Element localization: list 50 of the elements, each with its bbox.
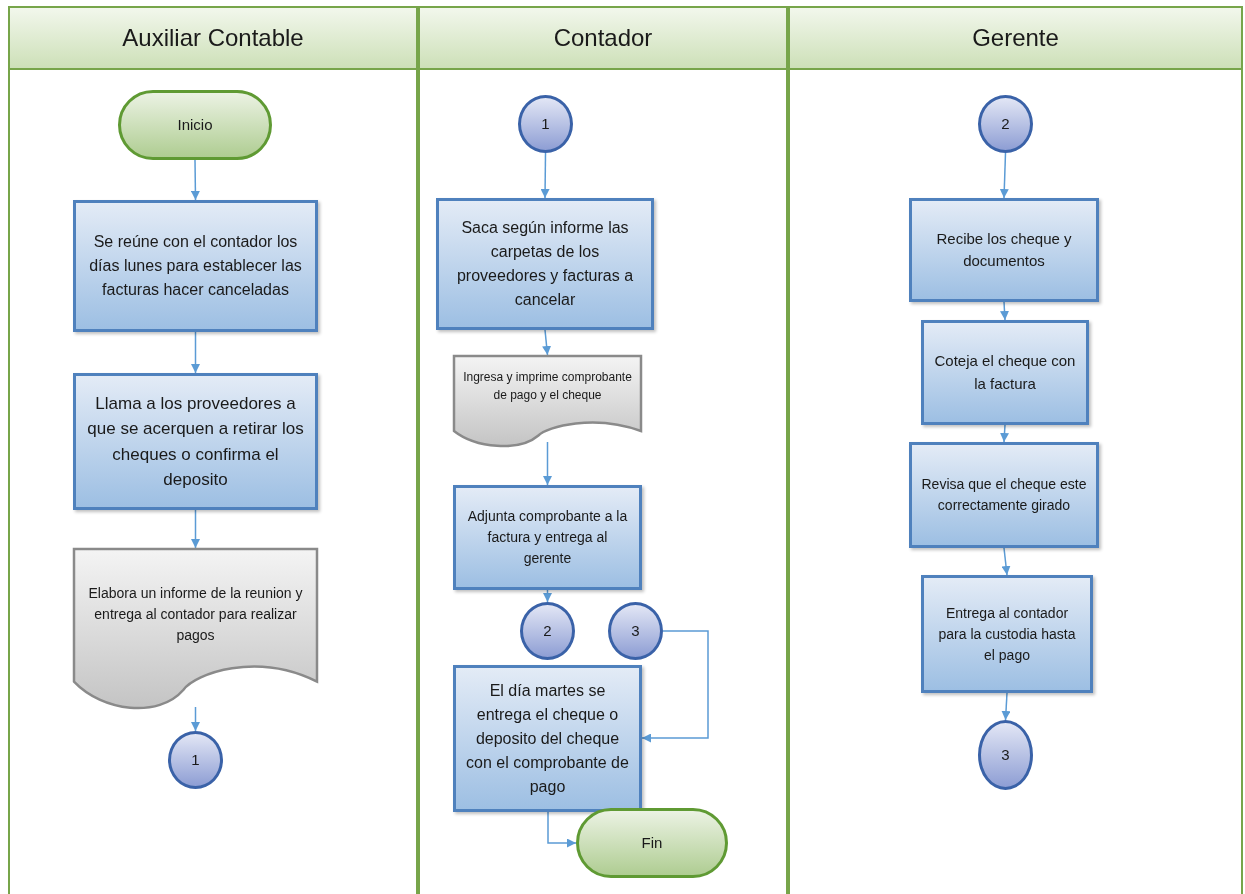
process-box xyxy=(73,200,318,332)
node-label: Ingresa y imprime comprobante de pago y el cheque xyxy=(462,368,633,404)
node-label: Llama a los proveedores a que se acerquen a retirar los cheques o confirma el deposito xyxy=(86,392,305,491)
node-label: 2 xyxy=(1001,113,1010,134)
process-box xyxy=(909,442,1099,548)
swimlane xyxy=(8,6,418,894)
process-box xyxy=(436,198,654,330)
arrow xyxy=(999,152,1009,199)
arrow xyxy=(543,589,552,603)
node-label: Se reúne con el contador los días lunes para establecer las facturas hacer canceladas xyxy=(88,232,303,300)
node-label: Saca según informe las carpetas de los proveedores y facturas a cancelar xyxy=(455,218,635,310)
lane-header: Contador xyxy=(420,8,786,70)
arrow xyxy=(543,441,552,486)
process-box xyxy=(921,575,1093,693)
swimlane xyxy=(418,6,788,894)
node-label: 2 xyxy=(543,620,552,641)
node-label: Inicio xyxy=(177,114,213,135)
node-label: 3 xyxy=(1001,744,1010,765)
arrow xyxy=(641,630,709,743)
node-label: Entrega al contador para la custodia hasta el pago xyxy=(937,603,1077,665)
node-label: 3 xyxy=(631,620,640,641)
process-box xyxy=(453,665,642,812)
arrow xyxy=(547,811,577,848)
node-label: Recibe los cheque y documentos xyxy=(935,228,1073,271)
process-box xyxy=(453,485,642,590)
node-label: 1 xyxy=(541,113,550,134)
lane-header: Gerente xyxy=(790,8,1241,70)
node-label: Coteja el cheque con la factura xyxy=(933,351,1077,394)
node-label: 1 xyxy=(191,749,200,770)
node-label: El día martes se entrega el cheque o deposito del cheque con el comprobante de pago xyxy=(465,680,630,797)
arrow xyxy=(191,509,200,549)
document-shape xyxy=(453,355,642,450)
arrow xyxy=(1001,692,1011,721)
arrow xyxy=(542,329,552,356)
arrow xyxy=(1000,301,1009,321)
node-label: Elabora un informe de la reunion y entrega al contador para realizar pagos xyxy=(87,584,304,645)
node-label: Adjunta comprobante a la factura y entrega al gerente xyxy=(466,507,629,568)
process-box xyxy=(921,320,1089,425)
node-label: Revisa que el cheque este correctamente girado xyxy=(920,475,1088,515)
swimlane xyxy=(788,6,1243,894)
arrow xyxy=(540,152,550,199)
node-label: Fin xyxy=(641,832,663,853)
arrow xyxy=(1001,547,1011,576)
arrow xyxy=(191,706,200,732)
lane-header: Auxiliar Contable xyxy=(10,8,416,70)
process-box xyxy=(909,198,1099,302)
arrow xyxy=(191,331,200,374)
process-box xyxy=(73,373,318,510)
arrow xyxy=(1000,424,1009,443)
arrow xyxy=(190,159,200,201)
